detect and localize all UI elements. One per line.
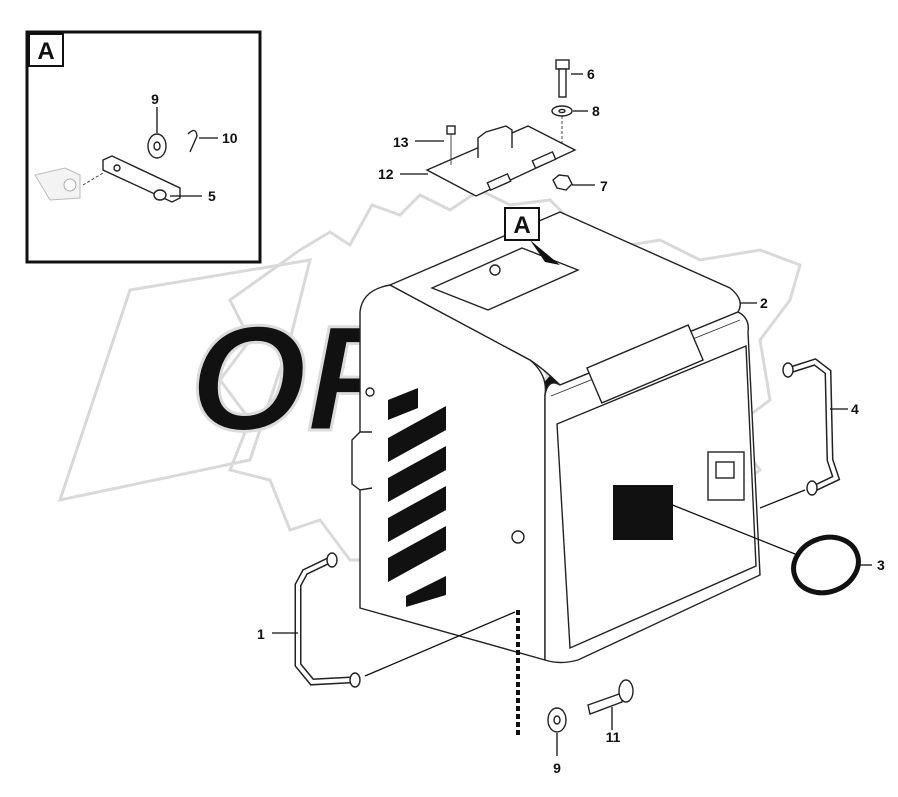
lid-hinge-right	[531, 150, 557, 170]
assembly-line	[364, 611, 516, 677]
gasket-ring: 3	[654, 497, 885, 596]
bolt-head	[555, 59, 570, 70]
callout-9-detail: 9	[151, 91, 159, 107]
callout-5: 5	[208, 188, 216, 204]
side-grommet	[511, 530, 525, 544]
lid-handle	[477, 125, 513, 158]
view-marker-arrow	[530, 240, 560, 265]
bottom-hardware: 9 11	[547, 679, 634, 776]
callout-8: 8	[592, 103, 600, 119]
washer-hole	[558, 108, 566, 114]
view-a-marker: A	[504, 207, 560, 265]
callout-11: 11	[606, 729, 621, 745]
washer-hole	[553, 715, 561, 725]
leader-3	[654, 497, 801, 557]
bolt-shank	[558, 68, 567, 98]
engine-cover-housing	[351, 211, 761, 738]
louver	[388, 526, 446, 582]
watermark-gear-outline	[218, 188, 802, 602]
top-hardware: 6 8 7 12 13	[378, 59, 608, 197]
side-hole	[365, 387, 375, 397]
washer-hole	[153, 141, 161, 151]
side-handle	[351, 431, 373, 491]
front-upper-slot	[586, 324, 704, 404]
lid-hinge-left	[486, 172, 512, 192]
handle-bar-outline	[294, 556, 351, 686]
cotter-pin	[187, 129, 198, 153]
hex-nut	[552, 174, 573, 191]
grille-inner-duct	[613, 485, 673, 540]
hinge-bracket-ghost	[34, 167, 81, 201]
top-access-opening	[430, 247, 580, 311]
handle-bar	[789, 359, 839, 490]
bolt-shank	[587, 692, 623, 715]
callout-6: 6	[587, 66, 595, 82]
callout-13: 13	[393, 134, 409, 150]
link-plate-hole	[113, 164, 121, 172]
view-marker-box	[504, 207, 540, 241]
callout-4: 4	[851, 401, 859, 417]
handle-end	[782, 362, 794, 378]
detail-view-label: A	[37, 38, 54, 65]
callout-2: 2	[760, 295, 768, 311]
detail-view-label-box	[28, 33, 64, 67]
callout-3: 3	[877, 557, 885, 573]
handle-left: 1	[257, 552, 516, 688]
detail-view-frame	[25, 30, 262, 264]
top-opening-boss	[489, 264, 501, 276]
assembly-line	[82, 172, 104, 186]
handle-end	[349, 672, 361, 688]
callout-9-bottom: 9	[553, 760, 561, 776]
grille-latch	[715, 461, 735, 479]
detail-view-a: A 9 10 5	[25, 30, 262, 264]
handle-right: 4	[759, 358, 859, 509]
handle-end	[806, 480, 818, 496]
handle-bar	[296, 558, 351, 685]
gasket-ring-outline	[791, 534, 861, 596]
callout-7: 7	[600, 178, 608, 194]
watermark-ring	[57, 258, 313, 503]
side-louvers	[388, 388, 446, 607]
louver	[388, 486, 446, 542]
louver	[388, 406, 446, 462]
bolt-head	[618, 679, 634, 703]
handle-end	[326, 552, 338, 568]
callout-1: 1	[257, 626, 265, 642]
callout-12: 12	[378, 166, 394, 182]
callout-10: 10	[222, 130, 238, 146]
louver	[406, 576, 446, 607]
view-marker-label: A	[513, 212, 530, 239]
lock-pin-head	[446, 125, 456, 135]
assembly-line	[759, 489, 806, 509]
louver	[388, 446, 446, 502]
pin-head	[153, 189, 167, 201]
hinge-hole-ghost	[63, 178, 77, 192]
louver	[388, 388, 418, 420]
